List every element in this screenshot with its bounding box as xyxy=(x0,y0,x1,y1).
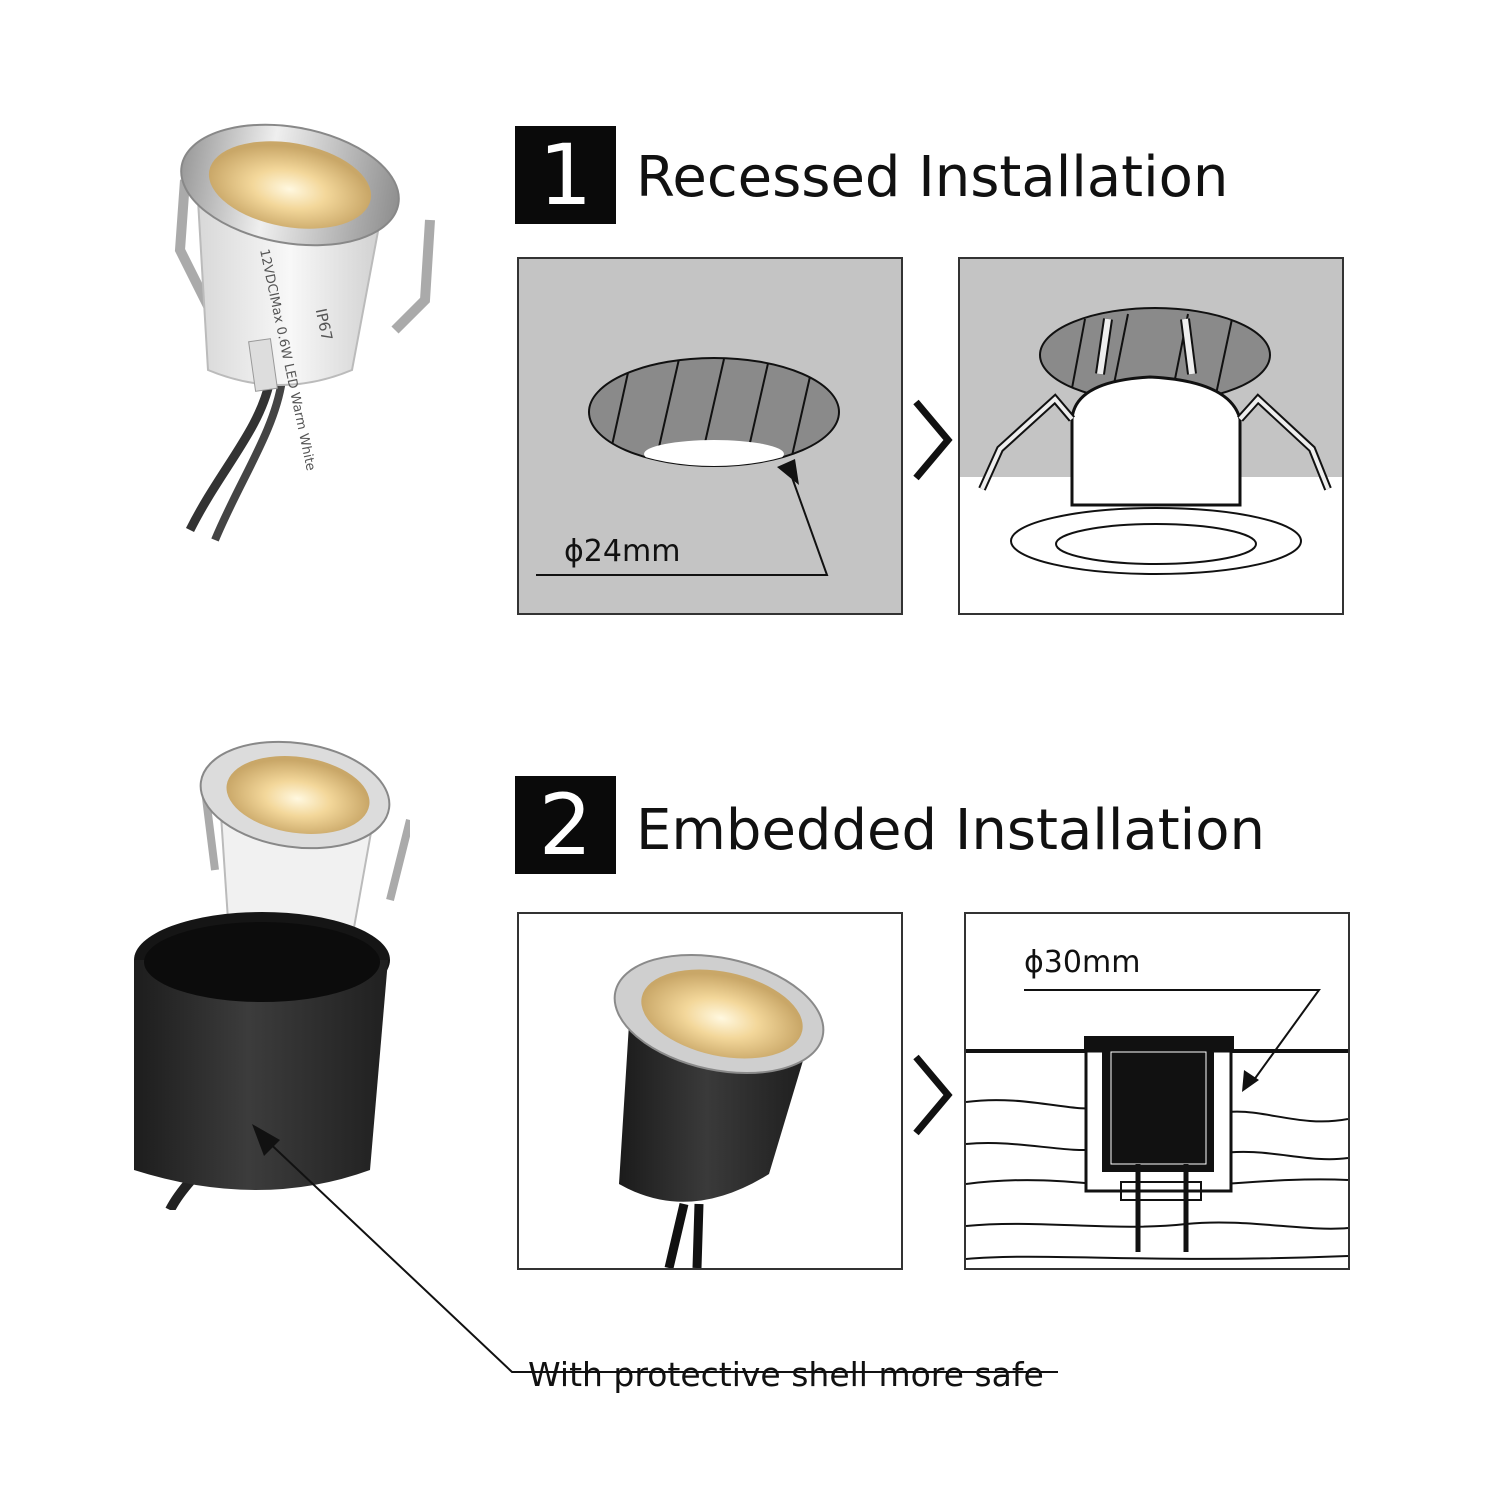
chevron-right-icon xyxy=(913,399,953,481)
embedded-product-photo xyxy=(613,953,825,1268)
hole-cut-panel: ϕ24mm xyxy=(517,257,903,615)
hole-cut-drawing: ϕ24mm xyxy=(536,357,840,576)
embedded-cross-section-drawing: ϕ30mm xyxy=(966,945,1348,1260)
embedded-cross-section-panel: ϕ30mm xyxy=(964,912,1350,1270)
section-2-title: Embedded Installation xyxy=(636,798,1265,863)
arrow-head-icon xyxy=(252,1124,280,1156)
arrow-head-icon xyxy=(777,459,799,485)
step-number-2: 2 xyxy=(515,776,616,874)
caption-leader xyxy=(252,1124,1058,1373)
embedded-light-with-shell-photo xyxy=(134,740,410,1210)
arrow-head-icon xyxy=(1242,1070,1259,1092)
recessed-installed-drawing xyxy=(960,259,1342,575)
hole-diameter-label-24: ϕ24mm xyxy=(564,534,680,569)
recessed-installed-panel xyxy=(958,257,1344,615)
chevron-right-icon xyxy=(913,1054,953,1136)
protective-shell-caption: With protective shell more safe xyxy=(528,1355,1044,1394)
hole-diameter-label-30: ϕ30mm xyxy=(1024,945,1140,980)
recessed-light-photo: 12VDCIMax 0.6W LED Warm White IP67 xyxy=(174,123,435,542)
section-1-title: Recessed Installation xyxy=(636,145,1229,210)
embedded-product-panel xyxy=(517,912,903,1270)
step-number-1: 1 xyxy=(515,126,616,224)
